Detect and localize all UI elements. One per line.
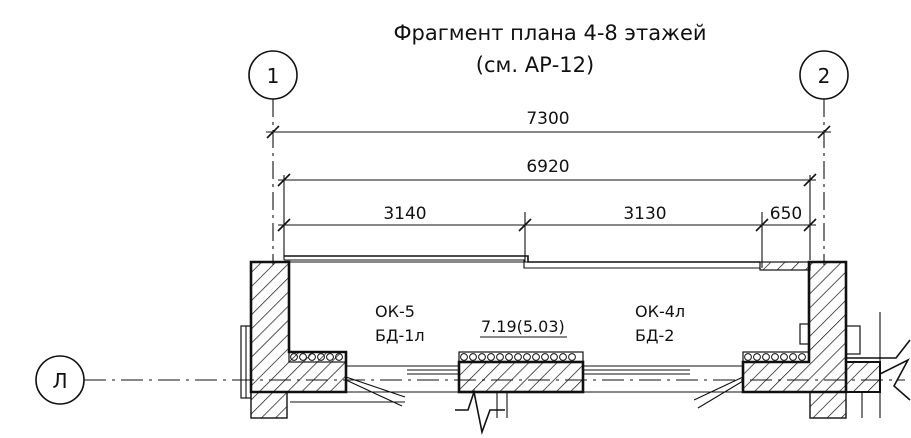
axis-l-label: Л [52,369,67,393]
dimension-inner: 6920 [277,157,817,187]
insulation-circle [532,353,540,361]
axis-2-label: 2 [818,64,831,88]
axis-bubble-l: Л [35,355,85,405]
insulation-circle [780,353,788,361]
axis-bubble-1: 1 [248,50,298,100]
insulation-circle [753,353,761,361]
insulation-circle [559,353,567,361]
dimension-chain: 3140 3130 650 [277,204,817,232]
insulation-circle [789,353,797,361]
adjacent-wall-right [845,312,911,418]
insulation-right [742,351,810,363]
insulation-circle [460,353,468,361]
insulation-circle [523,353,531,361]
dimension-inner-value: 6920 [526,157,569,177]
door-mark-left: БД-1л [375,326,425,345]
plan-title: Фрагмент плана 4-8 этажей [393,21,706,45]
insulation-circle [550,353,558,361]
insulation-circle [514,353,522,361]
axis-1-label: 1 [267,64,280,88]
insulation-center [458,351,584,363]
axis-bubble-2: 2 [799,50,849,100]
pier-center [457,360,585,394]
insulation-circle [762,353,770,361]
dimension-right-segment: 3130 [623,204,666,224]
insulation-circle [469,353,477,361]
opening-left [290,365,459,407]
insulation-circle [335,353,343,361]
wall-left [240,260,348,419]
insulation-circle [299,353,307,361]
dimension-pier: 650 [770,204,802,224]
insulation-circle [478,353,486,361]
insulation-circle [326,353,334,361]
door-mark-right: БД-2 [635,326,674,345]
insulation-circle [771,353,779,361]
opening-right [583,365,744,409]
insulation-circle [317,353,325,361]
insulation-circle [541,353,549,361]
window-mark-left: ОК-5 [375,302,415,321]
top-slab-edge [284,255,811,271]
window-mark-right: ОК-4л [635,302,685,321]
dimension-overall-value: 7300 [526,109,569,129]
break-line [455,388,505,435]
insulation-circle [798,353,806,361]
dimension-overall: 7300 [266,109,831,139]
insulation-circle [308,353,316,361]
dimension-left-segment: 3140 [383,204,426,224]
insulation-circle [496,353,504,361]
insulation-circle [505,353,513,361]
room-area-label: 7.19(5.03) [481,317,565,336]
insulation-circle [487,353,495,361]
insulation-circle [568,353,576,361]
plan-reference: (см. АР-12) [476,53,594,77]
insulation-left [288,351,347,363]
wall-right [741,260,861,419]
insulation-circle [290,353,298,361]
insulation-circle [744,353,752,361]
